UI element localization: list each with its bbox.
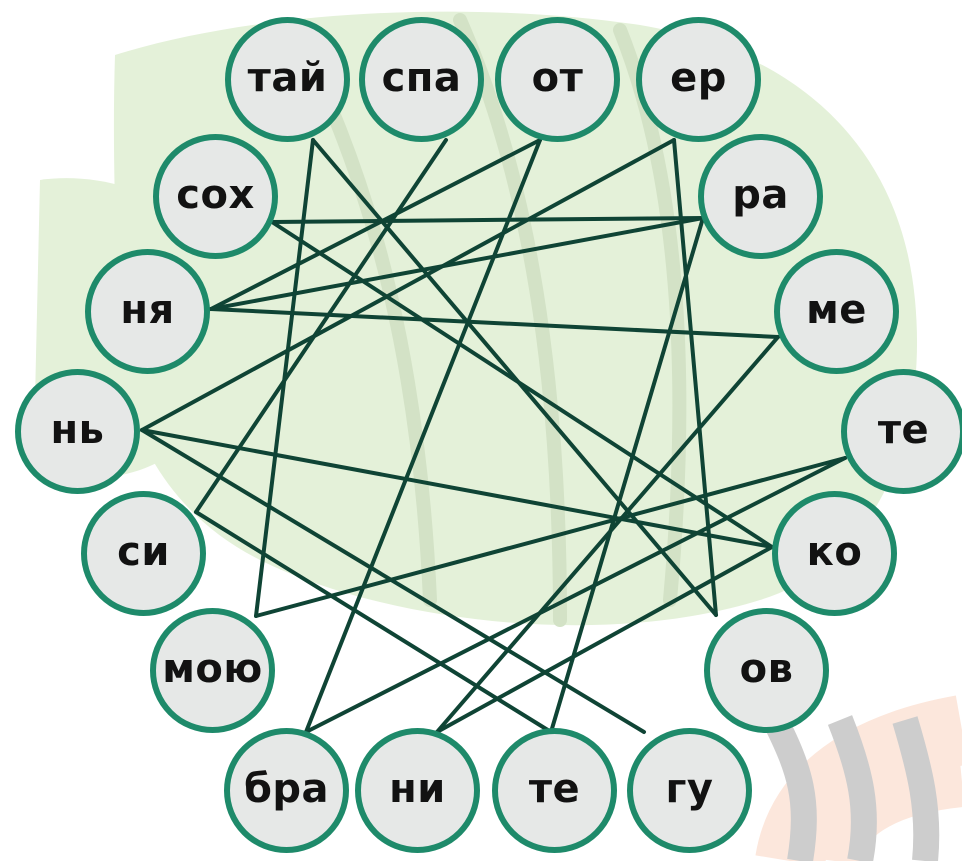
syllable-label: си (117, 528, 170, 575)
syllable-label: те (528, 765, 581, 812)
connection-line-ot-nya (209, 138, 542, 311)
connection-line-si-te_b (194, 510, 553, 734)
syllable-label: сох (176, 171, 255, 218)
connection-line-ko-ni (435, 545, 774, 734)
syllable-label: бра (243, 765, 330, 812)
syllable-node-ni[interactable]: ни (355, 728, 480, 853)
syllable-node-ko[interactable]: ко (772, 491, 897, 616)
connection-line-te_r-moyu (254, 456, 847, 618)
syllable-label: гу (665, 765, 714, 812)
syllable-node-bra[interactable]: бра (224, 728, 349, 853)
connection-line-ra-nya (209, 216, 705, 311)
syllable-label: тай (247, 54, 328, 101)
syllable-node-tai[interactable]: тай (225, 17, 350, 142)
connection-line-te_r-bra (304, 456, 847, 734)
syllable-label: ер (670, 54, 727, 101)
connection-line-me-ni (435, 335, 780, 734)
syllable-label: те (877, 406, 930, 453)
syllable-label: ов (739, 645, 794, 692)
syllable-node-ov[interactable]: ов (704, 608, 829, 733)
syllable-label: ме (806, 286, 867, 333)
connection-line-ot-bra (304, 138, 542, 734)
syllable-label: нь (50, 406, 105, 453)
connection-line-nya-me (209, 307, 780, 339)
syllable-node-sox[interactable]: сох (153, 134, 278, 259)
syllable-node-ot[interactable]: от (495, 17, 620, 142)
syllable-node-ra[interactable]: ра (698, 134, 823, 259)
syllable-node-te-bottom[interactable]: те (492, 728, 617, 853)
syllable-label: мою (162, 645, 263, 692)
connection-line-n-ko (140, 428, 774, 549)
syllable-node-moyu[interactable]: мою (150, 608, 275, 733)
syllable-label: ня (120, 286, 175, 333)
syllable-node-si[interactable]: си (81, 491, 206, 616)
syllable-label: ра (732, 171, 789, 218)
syllable-node-nya[interactable]: ня (85, 249, 210, 374)
syllable-label: спа (381, 54, 462, 101)
syllable-label: ко (806, 528, 863, 575)
syllable-node-te-right[interactable]: те (841, 369, 962, 494)
connection-line-ra-te_b (549, 216, 705, 734)
connection-line-spa-si (194, 138, 448, 514)
connection-line-er-n (140, 138, 676, 432)
connection-line-sox-ra (270, 216, 705, 224)
syllable-node-gu[interactable]: гу (627, 728, 752, 853)
syllable-label: ни (389, 765, 446, 812)
syllable-node-n[interactable]: нь (15, 369, 140, 494)
corner-stripes (755, 695, 962, 861)
syllable-node-er[interactable]: ер (636, 17, 761, 142)
syllable-label: от (531, 54, 584, 101)
syllable-node-spa[interactable]: спа (359, 17, 484, 142)
syllable-node-me[interactable]: ме (774, 249, 899, 374)
connection-line-sox-ko (270, 220, 774, 549)
